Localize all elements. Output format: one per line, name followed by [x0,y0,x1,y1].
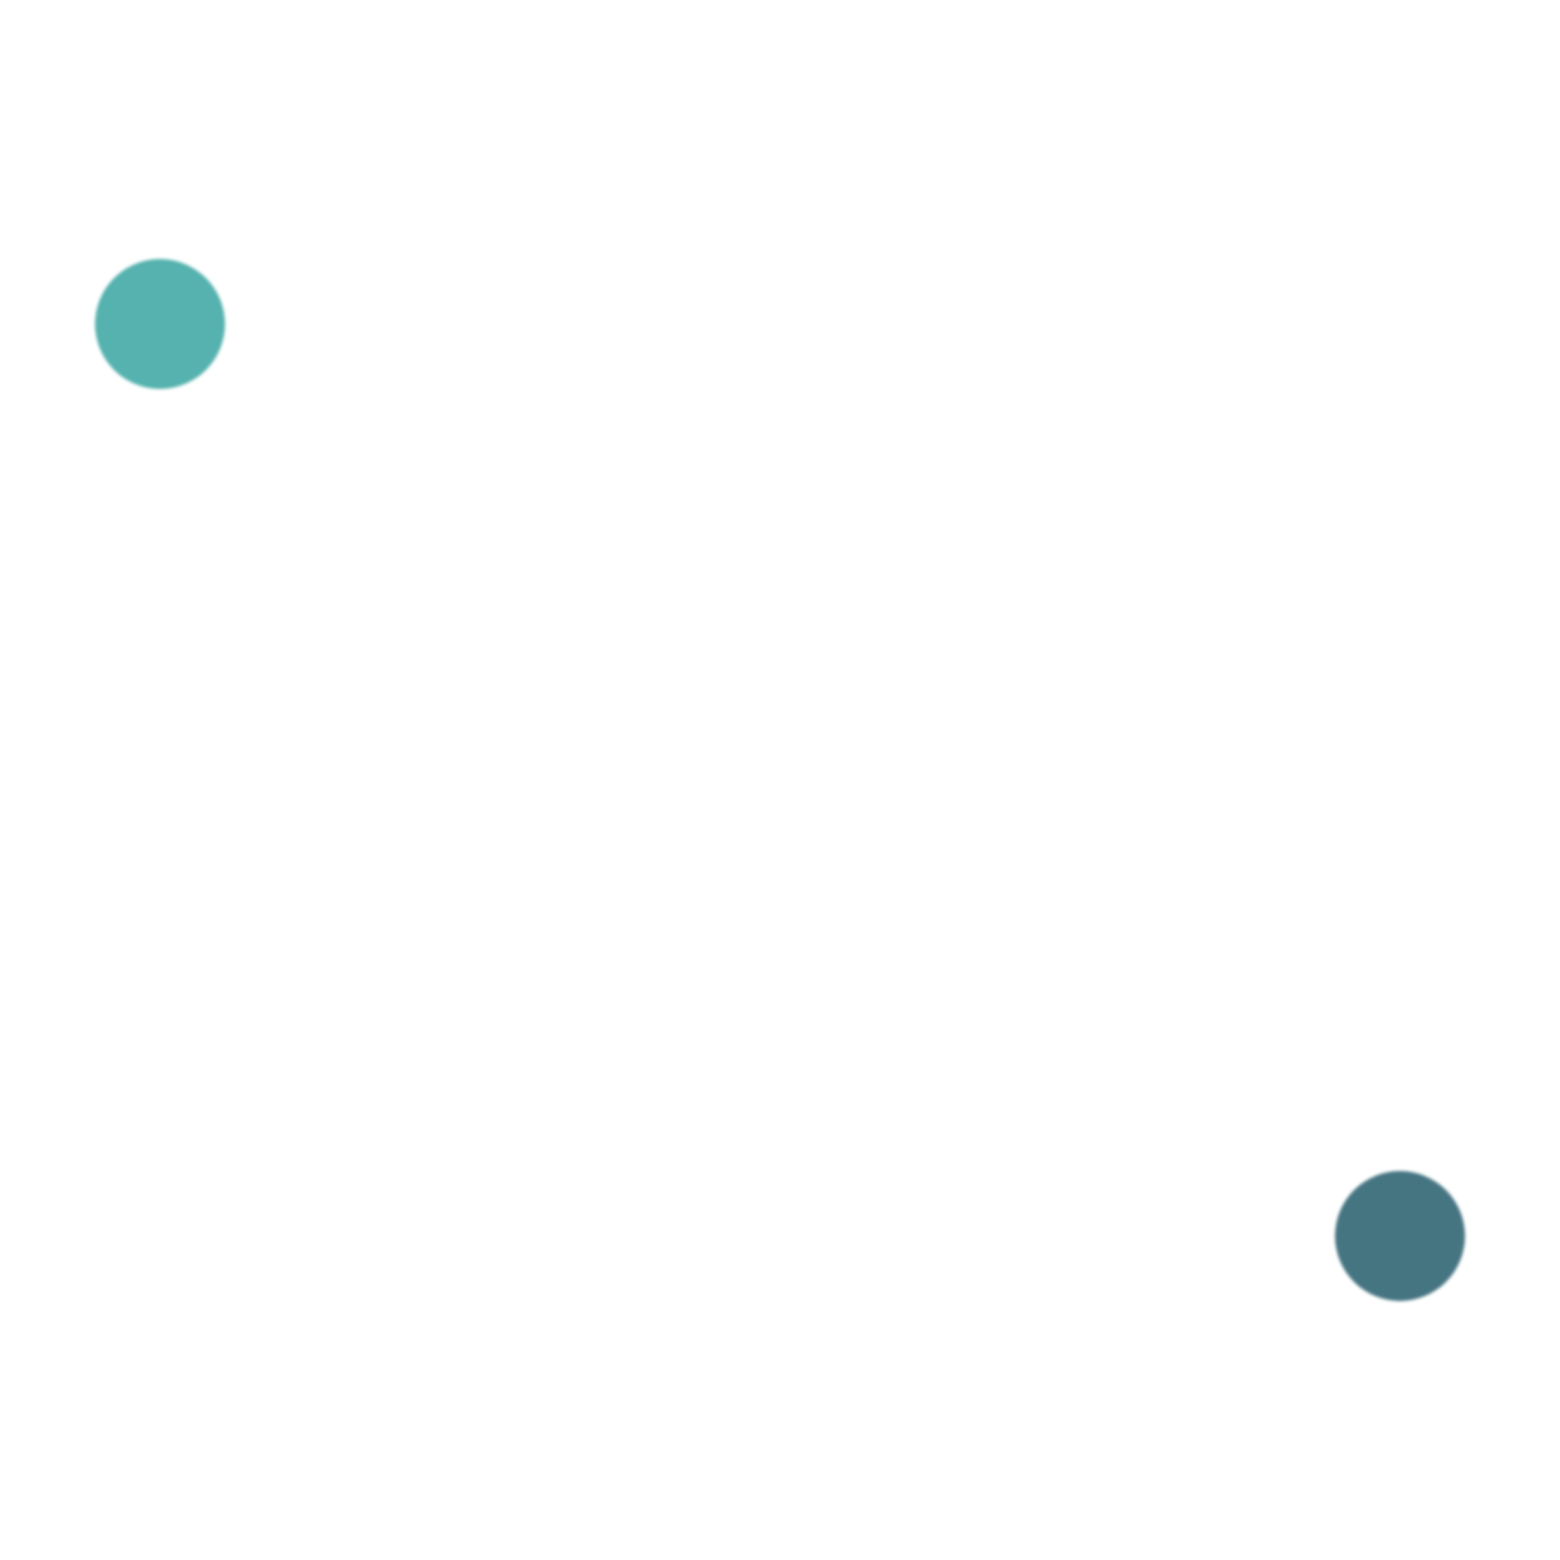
slate-circle [1335,1171,1465,1301]
teal-circle [95,259,225,389]
